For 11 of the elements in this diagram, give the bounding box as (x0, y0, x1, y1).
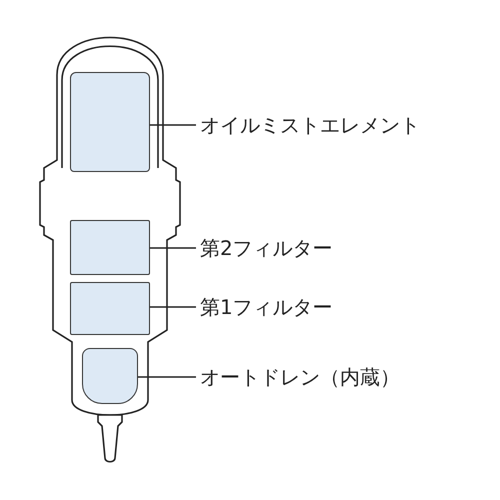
filter-element (70, 72, 150, 172)
filter-element (70, 282, 150, 335)
filter-element (70, 220, 150, 275)
part-label: 第1フィルター (200, 295, 333, 319)
leader-line (150, 306, 196, 308)
filter-element (82, 348, 138, 404)
part-label: オイルミストエレメント (200, 113, 420, 137)
part-label: 第2フィルター (200, 236, 333, 260)
part-label: オートドレン（内蔵） (200, 365, 400, 389)
leader-line (138, 376, 196, 378)
leader-line (150, 124, 196, 126)
